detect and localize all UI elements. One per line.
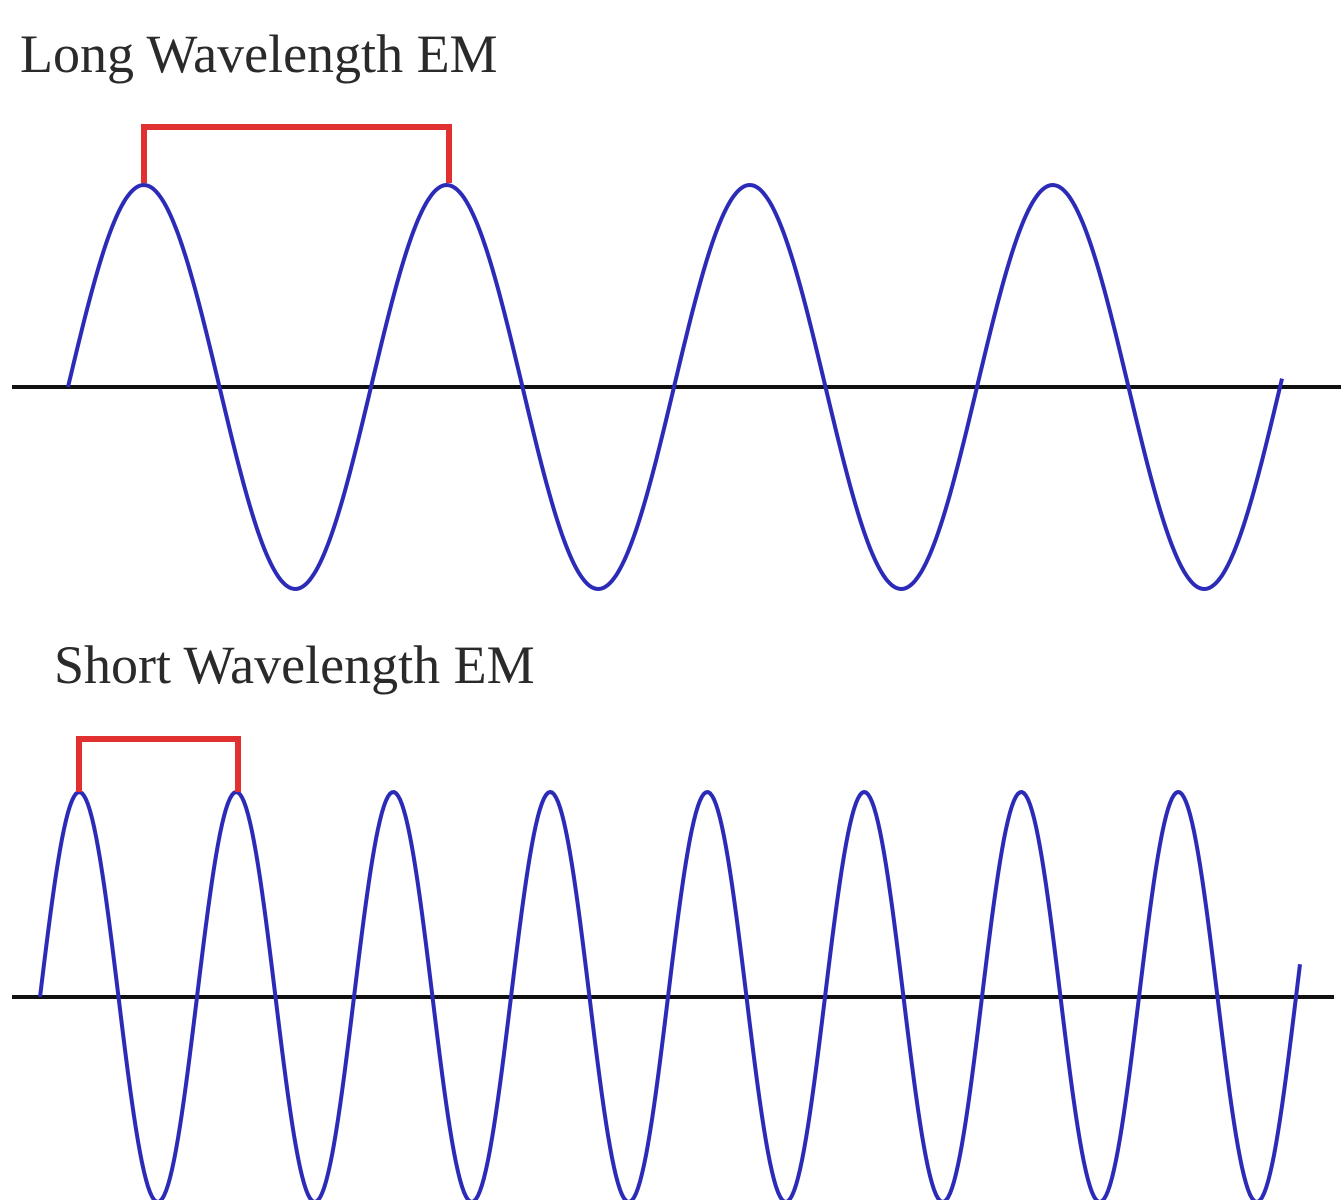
short-wave-title: Short Wavelength EM (54, 635, 535, 695)
short-wave-panel: Short Wavelength EM (12, 635, 1334, 1200)
long-wave-panel: Long Wavelength EM (12, 24, 1341, 592)
short-wave-curve (38, 789, 1302, 1200)
long-wavelength-bracket (141, 124, 452, 183)
long-wave-curve (66, 182, 1284, 592)
short-wavelength-bracket (76, 736, 241, 792)
long-wave-title: Long Wavelength EM (20, 24, 498, 84)
